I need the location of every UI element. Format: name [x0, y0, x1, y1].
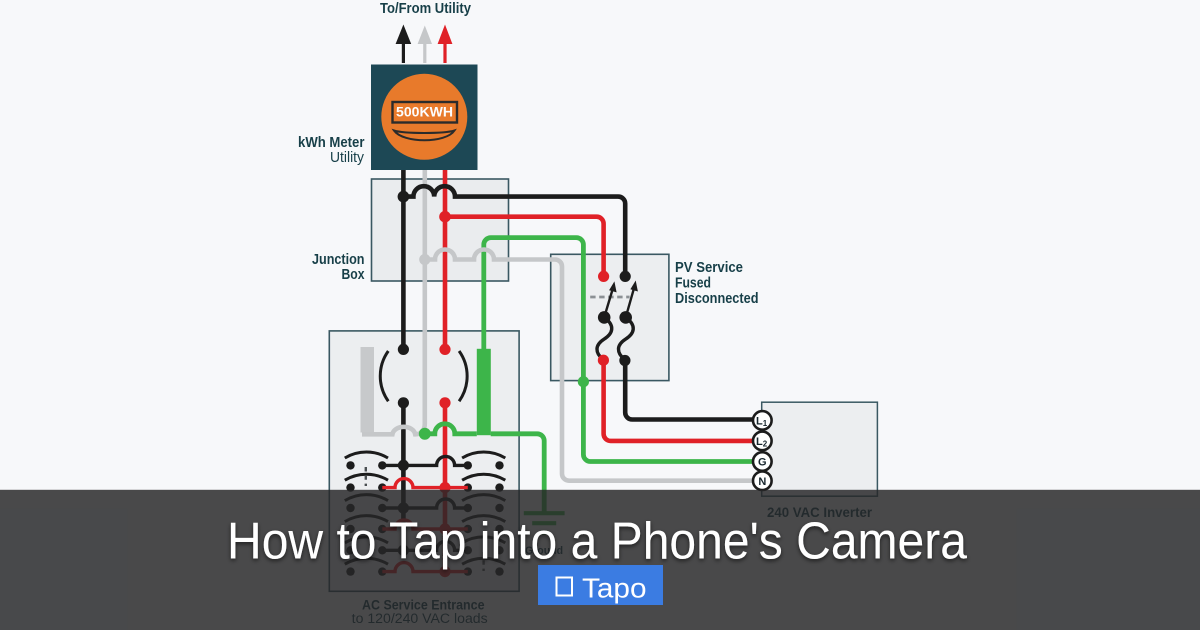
svg-text:N: N [758, 476, 766, 488]
svg-text:L1: L1 [756, 416, 768, 429]
svg-text:Tapo: Tapo [582, 573, 647, 604]
svg-text:Disconnected: Disconnected [675, 291, 759, 307]
svg-text:Utility: Utility [330, 150, 365, 166]
svg-text:PV Service: PV Service [675, 260, 743, 276]
svg-text:Junction: Junction [312, 252, 365, 268]
svg-text:G: G [758, 457, 767, 469]
svg-text:Box: Box [342, 267, 365, 283]
svg-text:L2: L2 [756, 436, 768, 449]
svg-text:Fused: Fused [675, 276, 711, 292]
svg-text:How to Tap into a Phone's Came: How to Tap into a Phone's Camera [227, 513, 967, 571]
svg-text:To/From Utility: To/From Utility [380, 1, 471, 17]
svg-text:500KWH: 500KWH [396, 104, 453, 120]
svg-text:kWh Meter: kWh Meter [298, 135, 365, 151]
